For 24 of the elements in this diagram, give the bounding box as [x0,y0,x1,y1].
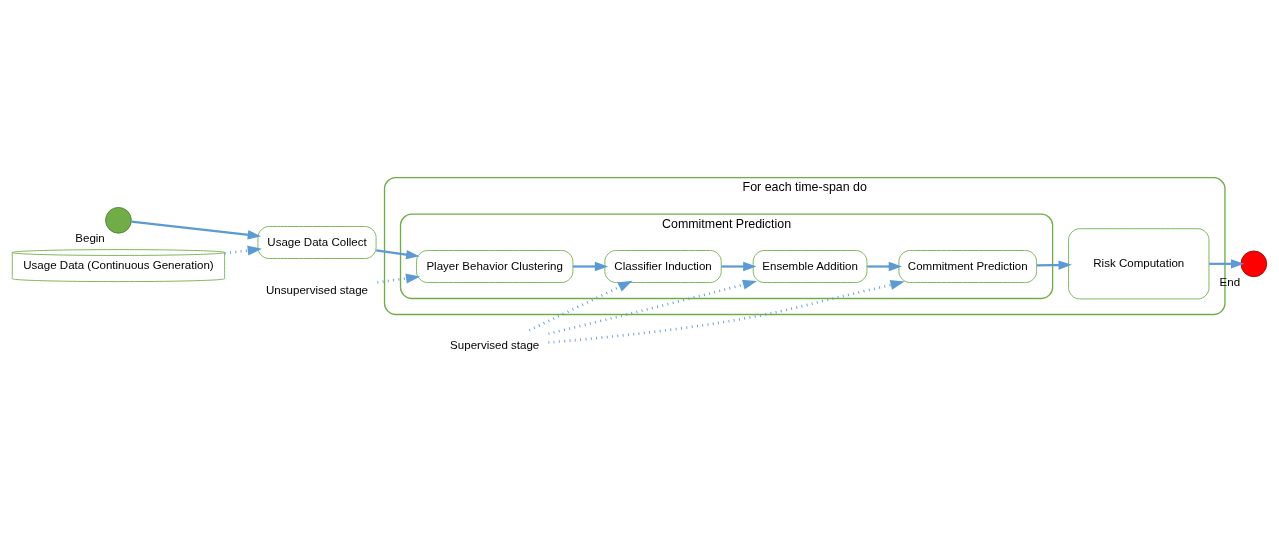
node-box: Ensemble Addition [752,250,868,283]
arrow [1036,260,1072,270]
node-text: Unsupervised stage [266,283,368,296]
node-box: Risk Computation [1068,228,1210,300]
arrow [1209,259,1245,269]
node-text: Supervised stage [450,339,540,352]
arrow [528,280,633,332]
node-box: Usage Data Collect [257,226,377,259]
arrow [131,220,262,240]
node-circle [1240,250,1268,278]
node-label: End [1219,275,1241,288]
arrow [548,279,758,335]
arrow [377,273,421,284]
node-box: Player Behavior Clustering [416,250,574,283]
node-label: Begin [75,232,105,245]
arrow [548,280,905,344]
arrow [867,261,903,272]
node-box: Classifier Induction [604,250,722,283]
arrow [573,261,609,272]
arrow [224,245,262,256]
node-box: Commitment Prediction [898,250,1038,283]
arrow [721,261,757,272]
node-circle [105,206,132,234]
arrow [376,249,420,260]
